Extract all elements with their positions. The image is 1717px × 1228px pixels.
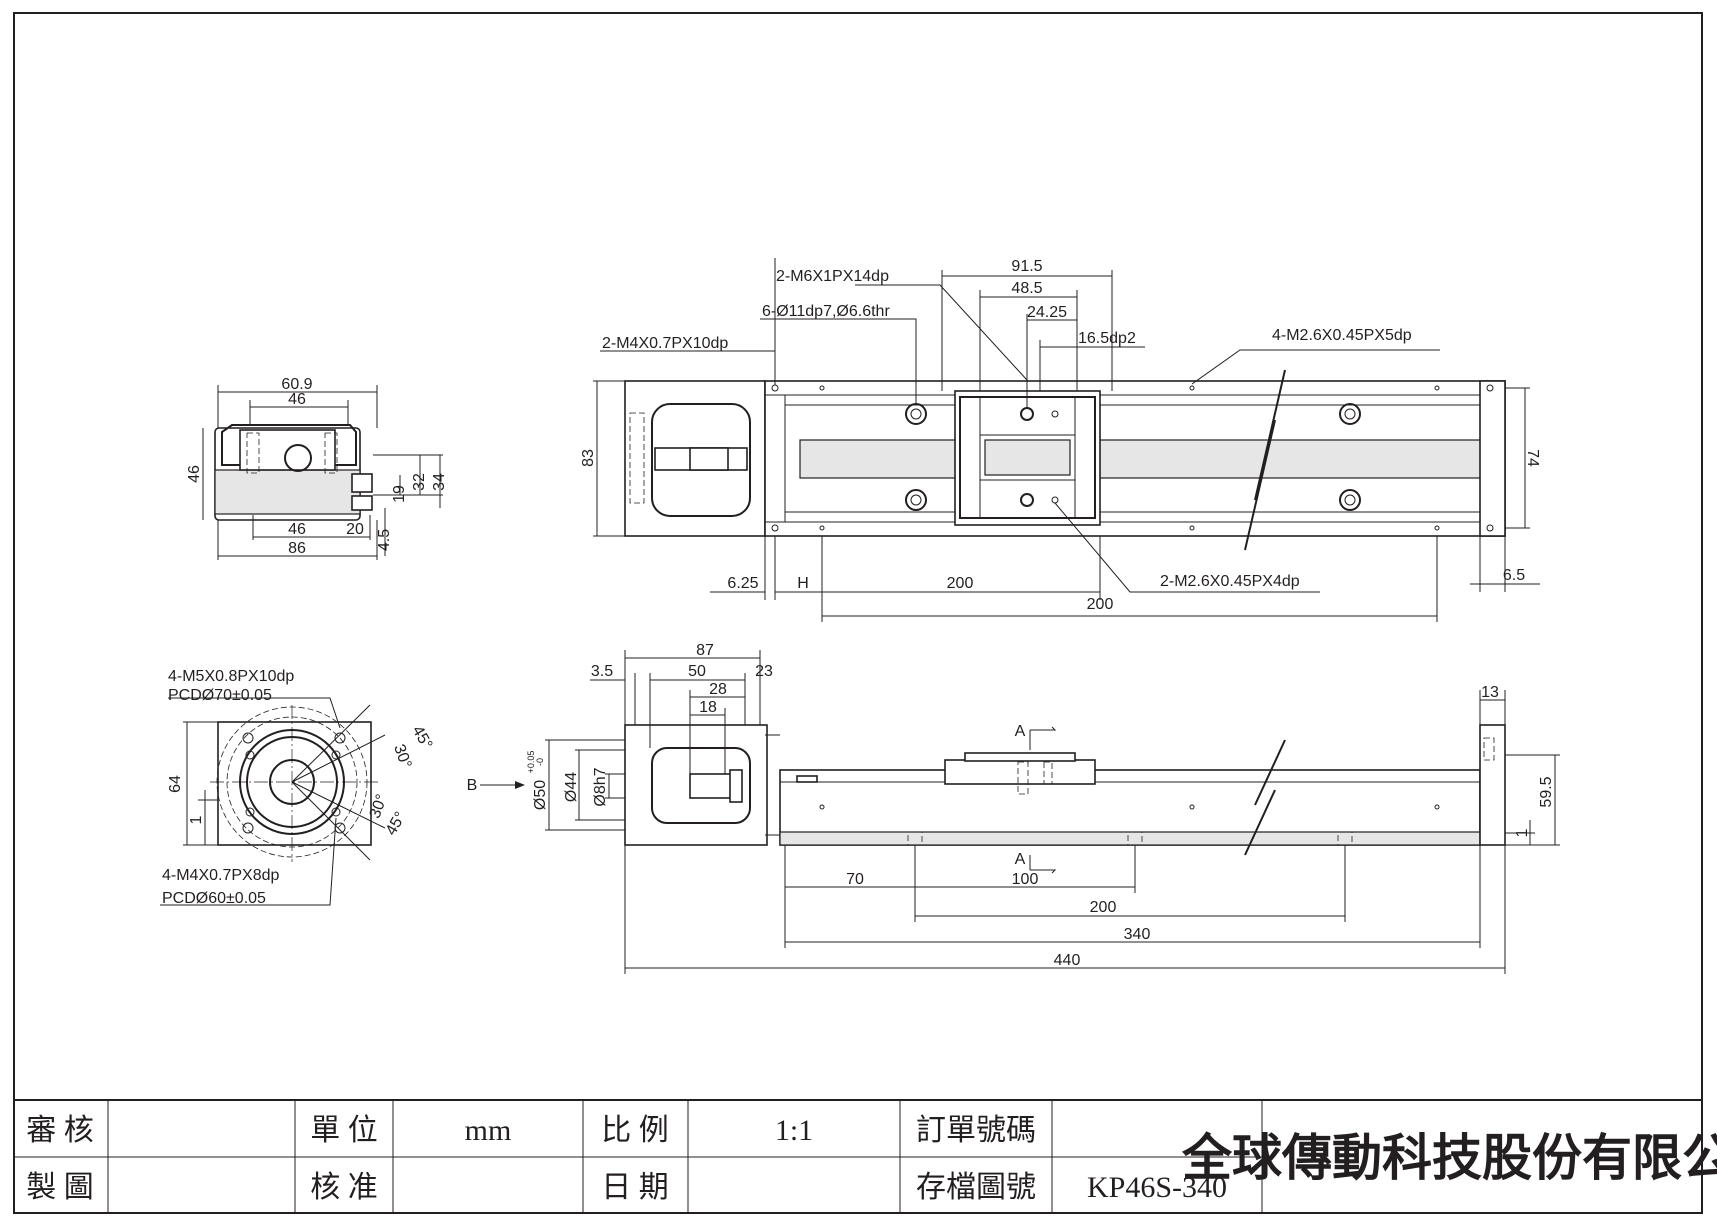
angle-30-a: 30° [390, 742, 414, 771]
label-approve: 核 准 [310, 1171, 378, 1204]
dim-50: 50 [688, 663, 706, 680]
dim-64: 64 [167, 775, 184, 793]
dim-20: 20 [346, 521, 364, 538]
dim-13: 13 [1481, 684, 1499, 701]
tol-minus: -0 [535, 758, 545, 766]
dim-200-front: 200 [1090, 899, 1117, 916]
section-a-bottom: A [1015, 851, 1026, 868]
company-name: 全球傳動科技股份有限公司 [1181, 1130, 1717, 1186]
dim-19: 19 [391, 485, 408, 503]
label-b: B [467, 777, 478, 794]
callout-m6: 2-M6X1PX14dp [776, 268, 889, 285]
section-a-top: A [1015, 723, 1026, 740]
dim-340: 340 [1124, 926, 1151, 943]
value-scale: 1:1 [775, 1114, 813, 1147]
front-view: 87 3.5 50 23 28 18 13 B Ø50 +0.05 -0 Ø44… [467, 642, 1560, 974]
label-reviewer: 審 核 [26, 1114, 94, 1147]
dim-46-bottom: 46 [288, 521, 306, 538]
dim-18: 18 [699, 699, 717, 716]
dim-24-25: 24.25 [1027, 304, 1067, 321]
dim-23: 23 [755, 663, 773, 680]
dim-100: 100 [1012, 871, 1039, 888]
dim-60-9: 60.9 [281, 376, 312, 393]
side-view: 60.9 46 46 32 34 19 46 20 86 4.5 [186, 376, 448, 560]
value-file-number: KP46S-340 [1087, 1171, 1227, 1204]
dim-87: 87 [696, 642, 714, 659]
dim-46-left: 46 [186, 465, 203, 483]
dim-48-5: 48.5 [1011, 280, 1042, 297]
callout-pcd60: PCDØ60±0.05 [162, 890, 266, 907]
label-drawn: 製 圖 [26, 1171, 94, 1204]
dim-dia-44: Ø44 [563, 772, 580, 802]
title-block: 審 核 製 圖 單 位 mm 核 准 比 例 1:1 日 期 訂單號碼 存檔圖號… [13, 1099, 1717, 1214]
dim-dia-8h7: Ø8h7 [592, 767, 609, 806]
dim-16-5dp2: 16.5dp2 [1078, 330, 1136, 347]
dim-28: 28 [709, 681, 727, 698]
dim-dia-50: Ø50 [532, 780, 549, 810]
callout-pcd70: PCDØ70±0.05 [168, 687, 272, 704]
angle-45-a: 45° [408, 723, 435, 752]
label-order-number: 訂單號碼 [916, 1114, 1036, 1147]
dim-6-25: 6.25 [727, 575, 758, 592]
dim-6-5: 6.5 [1503, 567, 1525, 584]
dim-200-a: 200 [947, 575, 974, 592]
tol-plus: +0.05 [526, 751, 536, 774]
motor-flange-view: 4-M5X0.8PX10dp PCDØ70±0.05 4-M4X0.7PX8dp… [160, 668, 435, 907]
dim-74: 74 [1524, 449, 1541, 467]
label-unit: 單 位 [310, 1114, 378, 1147]
dim-4-5: 4.5 [376, 529, 393, 551]
drawing-frame [13, 12, 1703, 1214]
callout-m4: 2-M4X0.7PX10dp [602, 335, 728, 352]
dim-1-front: 1 [1514, 828, 1531, 837]
label-file-number: 存檔圖號 [916, 1171, 1036, 1204]
callout-m4-flange: 4-M4X0.7PX8dp [162, 867, 280, 884]
dim-1-flange: 1 [188, 815, 205, 824]
dim-3-5: 3.5 [591, 663, 613, 680]
dim-h: H [797, 575, 809, 592]
callout-m5: 4-M5X0.8PX10dp [168, 668, 294, 685]
dim-440: 440 [1054, 952, 1081, 969]
label-scale: 比 例 [601, 1114, 669, 1147]
dim-91-5: 91.5 [1011, 258, 1042, 275]
mounting-holes [771, 384, 1494, 532]
callout-m2-6-top: 4-M2.6X0.45PX5dp [1272, 327, 1412, 344]
top-view: 91.5 48.5 24.25 16.5dp2 2-M6X1PX14dp 6-Ø… [580, 258, 1541, 622]
angle-45-b: 45° [383, 809, 410, 838]
label-date: 日 期 [601, 1171, 669, 1204]
dim-200-b: 200 [1087, 596, 1114, 613]
dim-86: 86 [288, 540, 306, 557]
dim-32: 32 [411, 473, 428, 491]
dim-34: 34 [431, 473, 448, 491]
value-unit: mm [465, 1114, 512, 1147]
dim-59-5: 59.5 [1538, 776, 1555, 807]
callout-m2-6-bottom: 2-M2.6X0.45PX4dp [1160, 573, 1300, 590]
dim-83: 83 [580, 449, 597, 467]
dim-46-top: 46 [288, 391, 306, 408]
callout-counterbore: 6-Ø11dp7,Ø6.6thr [762, 303, 890, 320]
dim-70: 70 [846, 871, 864, 888]
